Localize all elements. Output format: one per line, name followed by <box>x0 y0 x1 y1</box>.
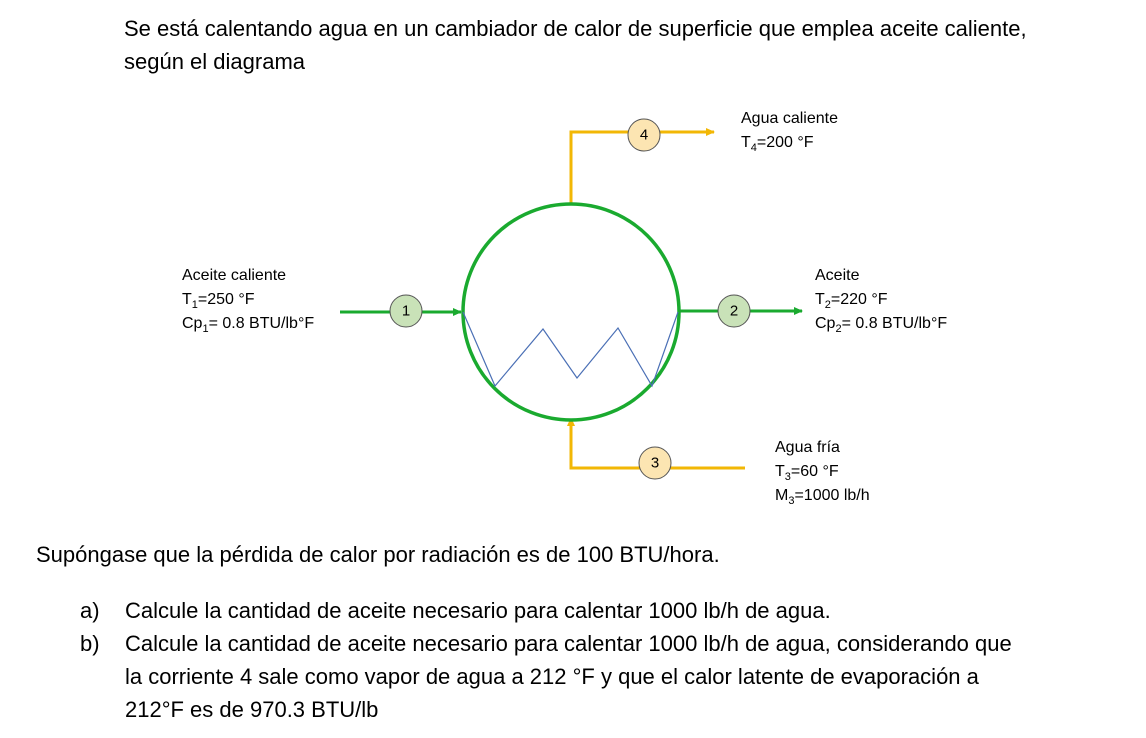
heat-exchanger-diagram: 1 2 3 4 Aceite caliente T1=250 °F Cp1= 0… <box>182 110 947 507</box>
stream-3-line <box>567 417 745 470</box>
question-b-line-1: Calcule la cantidad de aceite necesario … <box>125 631 1012 656</box>
stream-1-node: 1 <box>389 294 423 328</box>
stream-3-number: 3 <box>651 455 659 472</box>
stream-3-name: Agua fría <box>775 439 840 456</box>
stream-2-cp: Cp2= 0.8 BTU/lb°F <box>815 315 947 335</box>
stream-2-label: Aceite T2=220 °F Cp2= 0.8 BTU/lb°F <box>815 267 947 335</box>
question-a-line-1: Calcule la cantidad de aceite necesario … <box>125 598 831 623</box>
stream-1-number: 1 <box>402 303 410 320</box>
question-a-marker: a) <box>80 598 100 623</box>
intro-line-2: según el diagrama <box>124 49 306 74</box>
heating-coil <box>462 311 679 388</box>
stream-1-temp: T1=250 °F <box>182 291 255 311</box>
stream-4-line <box>569 128 715 207</box>
stream-4-temp: T4=200 °F <box>741 134 814 154</box>
stream-3-node: 3 <box>638 446 672 480</box>
stream-2-temp: T2=220 °F <box>815 291 888 311</box>
question-b-line-2: la corriente 4 sale como vapor de agua a… <box>125 664 979 689</box>
stream-3-label: Agua fría T3=60 °F M3=1000 lb/h <box>775 439 870 507</box>
exchanger-shell <box>461 202 681 422</box>
stream-4-number: 4 <box>640 127 648 144</box>
stream-3-mass: M3=1000 lb/h <box>775 487 870 507</box>
stream-2-name: Aceite <box>815 267 860 284</box>
stream-1-label: Aceite caliente T1=250 °F Cp1= 0.8 BTU/l… <box>182 267 314 335</box>
stream-2-number: 2 <box>730 303 738 320</box>
question-list: a) Calcule la cantidad de aceite necesar… <box>80 594 1146 726</box>
stream-2-node: 2 <box>717 294 751 328</box>
stream-1-name: Aceite caliente <box>182 267 286 284</box>
question-b: b) Calcule la cantidad de aceite necesar… <box>80 627 1146 726</box>
intro-paragraph: Se está calentando agua en un cambiador … <box>124 12 1144 78</box>
question-a: a) Calcule la cantidad de aceite necesar… <box>80 594 1146 627</box>
stream-1-cp: Cp1= 0.8 BTU/lb°F <box>182 315 314 335</box>
radiation-loss-note: Supóngase que la pérdida de calor por ra… <box>36 542 720 567</box>
stream-3-temp: T3=60 °F <box>775 463 839 483</box>
question-b-line-3: 212°F es de 970.3 BTU/lb <box>125 697 379 722</box>
stream-4-node: 4 <box>627 118 661 152</box>
stream-4-label: Agua caliente T4=200 °F <box>741 110 838 154</box>
question-b-marker: b) <box>80 631 100 656</box>
intro-line-1: Se está calentando agua en un cambiador … <box>124 16 1027 41</box>
stream-4-name: Agua caliente <box>741 110 838 127</box>
